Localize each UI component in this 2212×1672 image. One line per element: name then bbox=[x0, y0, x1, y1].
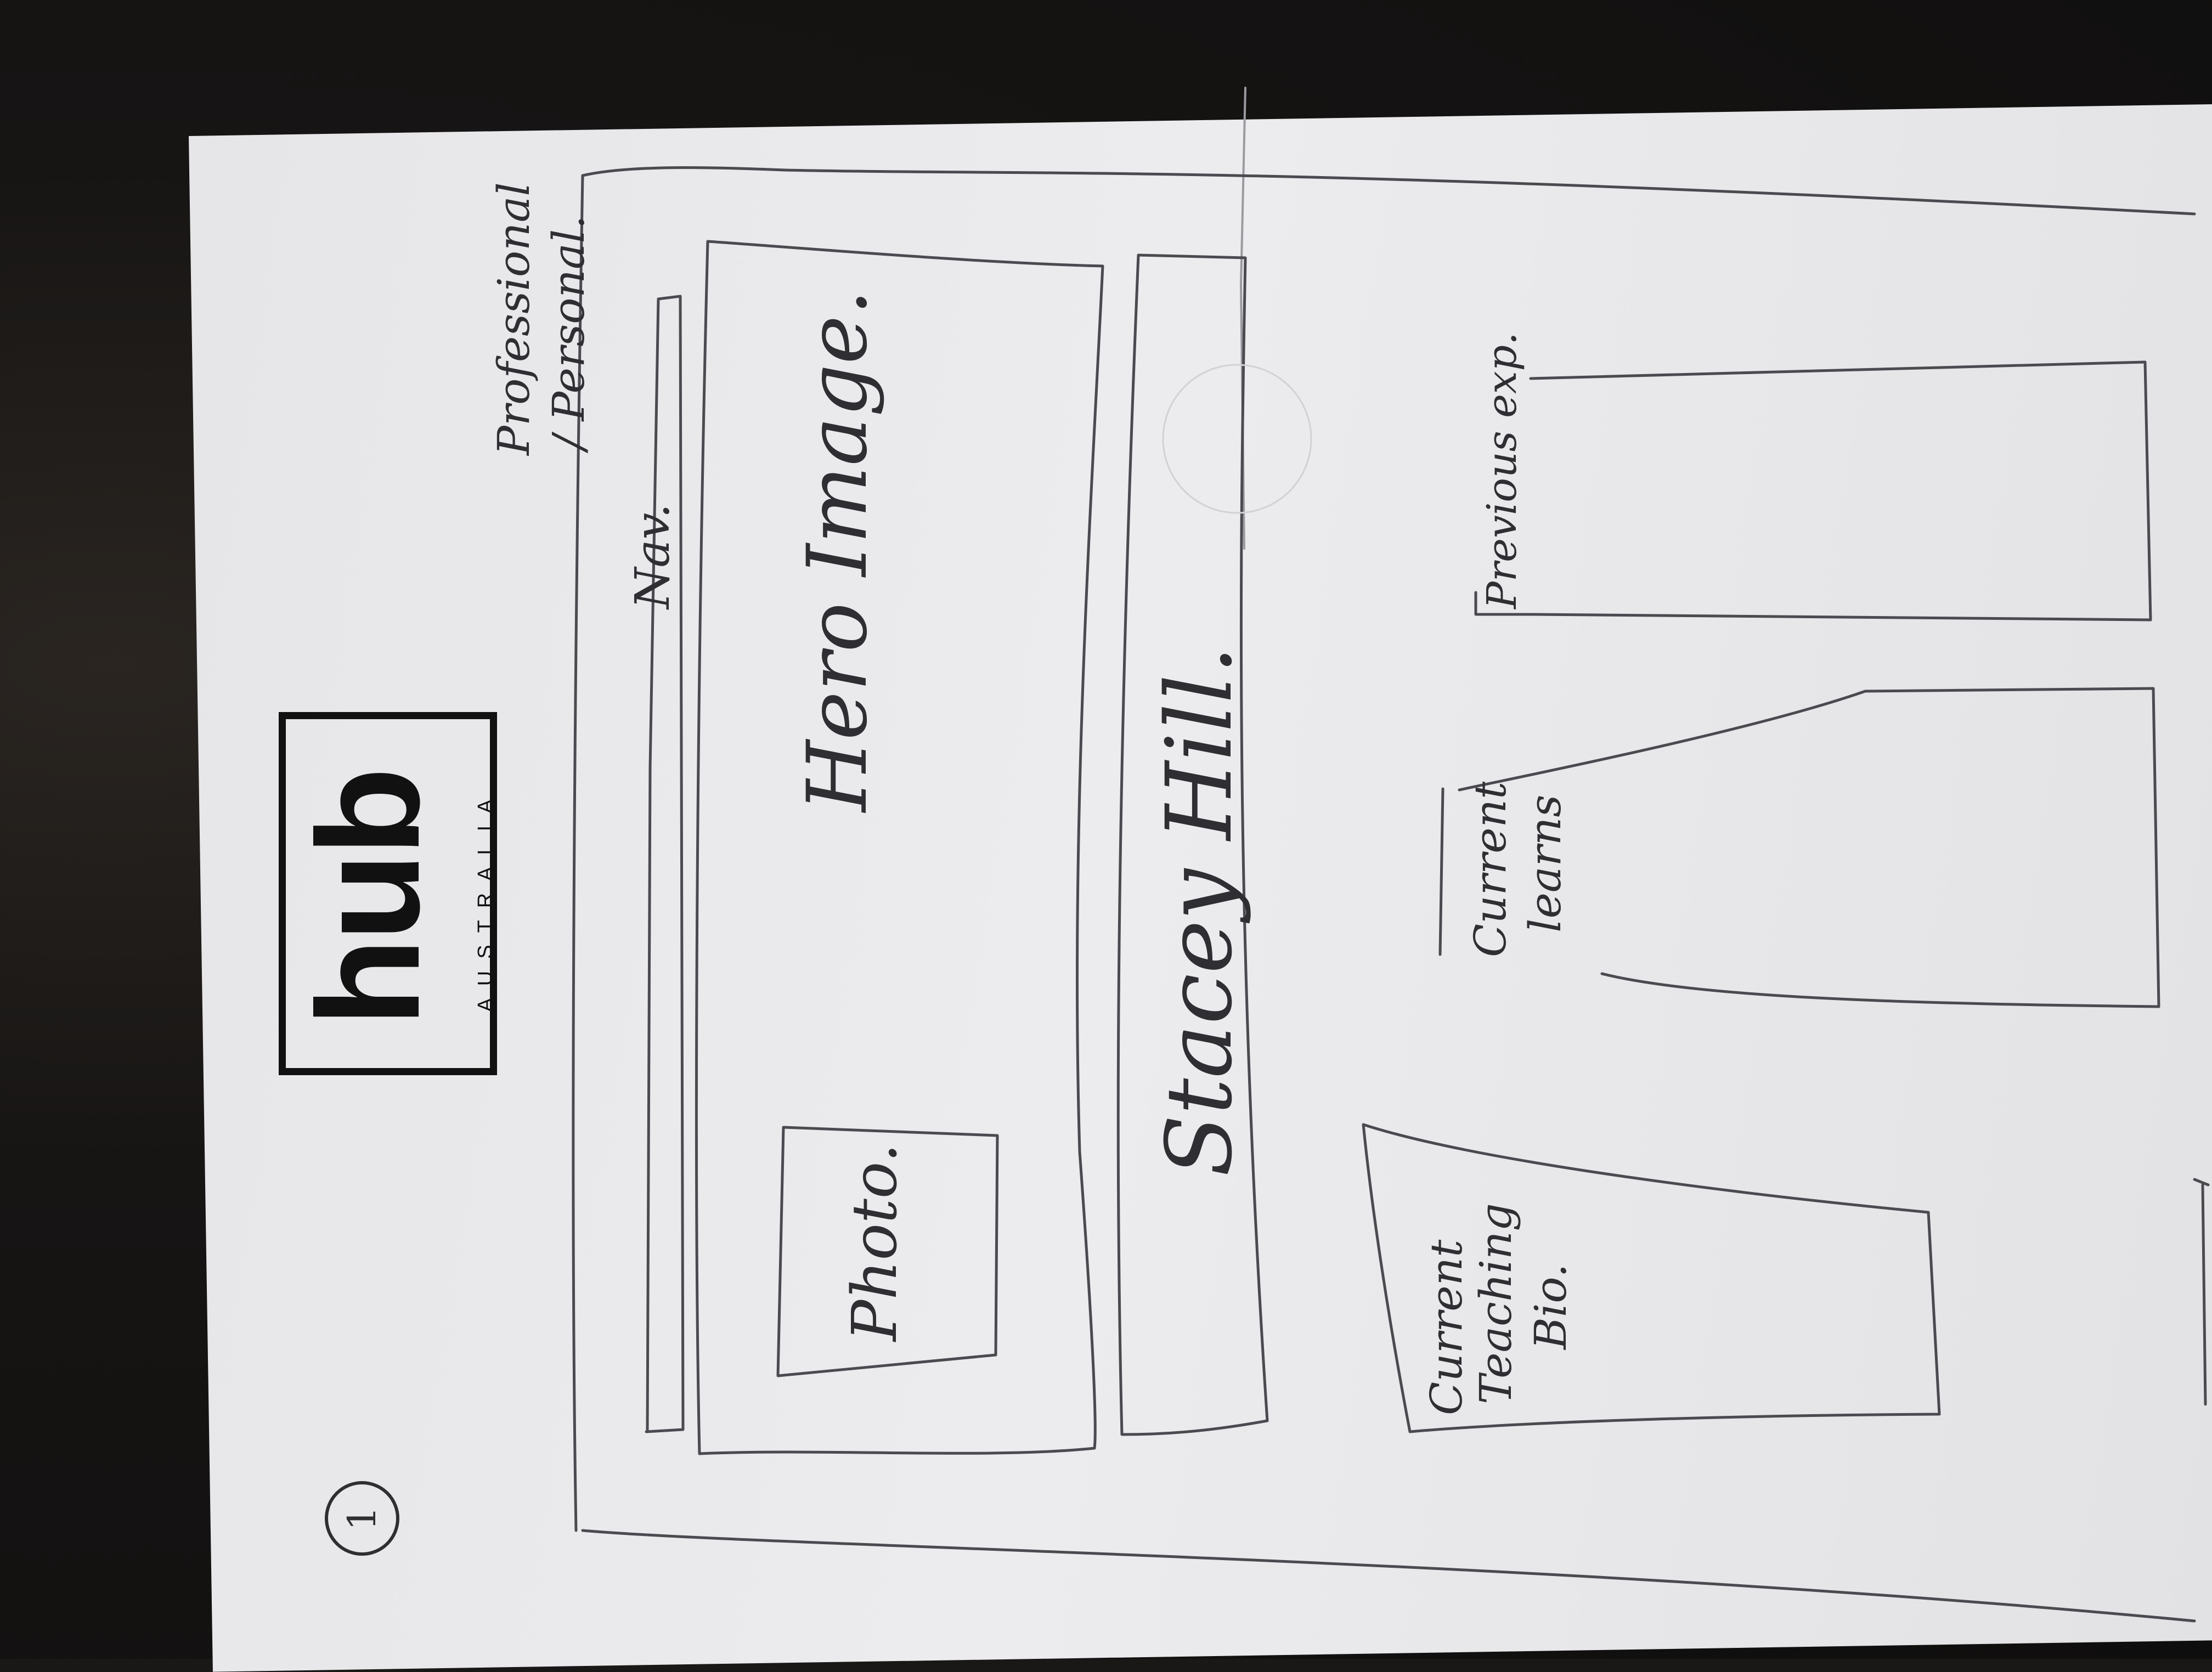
page-container-outline bbox=[572, 166, 2196, 1623]
card-middle-line1: Current bbox=[1465, 781, 1516, 957]
card-left-line2: Teaching bbox=[1470, 1203, 1521, 1404]
hero-image-outline bbox=[695, 240, 1104, 1455]
card-middle-line2: learns bbox=[1520, 794, 1571, 933]
nav-bar-outline bbox=[645, 295, 685, 1433]
hub-australia-logo bbox=[279, 712, 497, 1075]
card-left-outline bbox=[1362, 1123, 1941, 1433]
name-banner-outline bbox=[1116, 253, 1269, 1436]
card-right-bracket bbox=[1474, 591, 1532, 616]
card-left-line1: Current bbox=[1421, 1239, 1472, 1415]
name-label: Stacey Hill. bbox=[1147, 645, 1252, 1177]
nav-note-line1: Professional bbox=[488, 182, 539, 455]
card-edge-outline bbox=[2193, 1178, 2210, 1406]
card-right-label: Previous exp. bbox=[1479, 332, 1526, 609]
nav-note-line2: / Personal. bbox=[543, 215, 594, 450]
photo-box-outline bbox=[776, 1126, 999, 1377]
logo-word: hub bbox=[287, 770, 450, 1027]
card-middle-bracket bbox=[1438, 787, 1444, 956]
card-left-line3: Bio. bbox=[1525, 1263, 1576, 1349]
hero-image-label: Hero Image. bbox=[790, 289, 885, 812]
photo-label: Photo. bbox=[839, 1143, 911, 1341]
card-right-outline bbox=[1529, 360, 2152, 622]
logo-subtitle: AUSTRALIA bbox=[474, 787, 497, 1012]
page-number: 1 bbox=[325, 1481, 399, 1556]
card-middle-outline bbox=[1458, 687, 2160, 1008]
embossed-circle bbox=[1162, 364, 1312, 514]
nav-label: Nav. bbox=[625, 503, 680, 609]
